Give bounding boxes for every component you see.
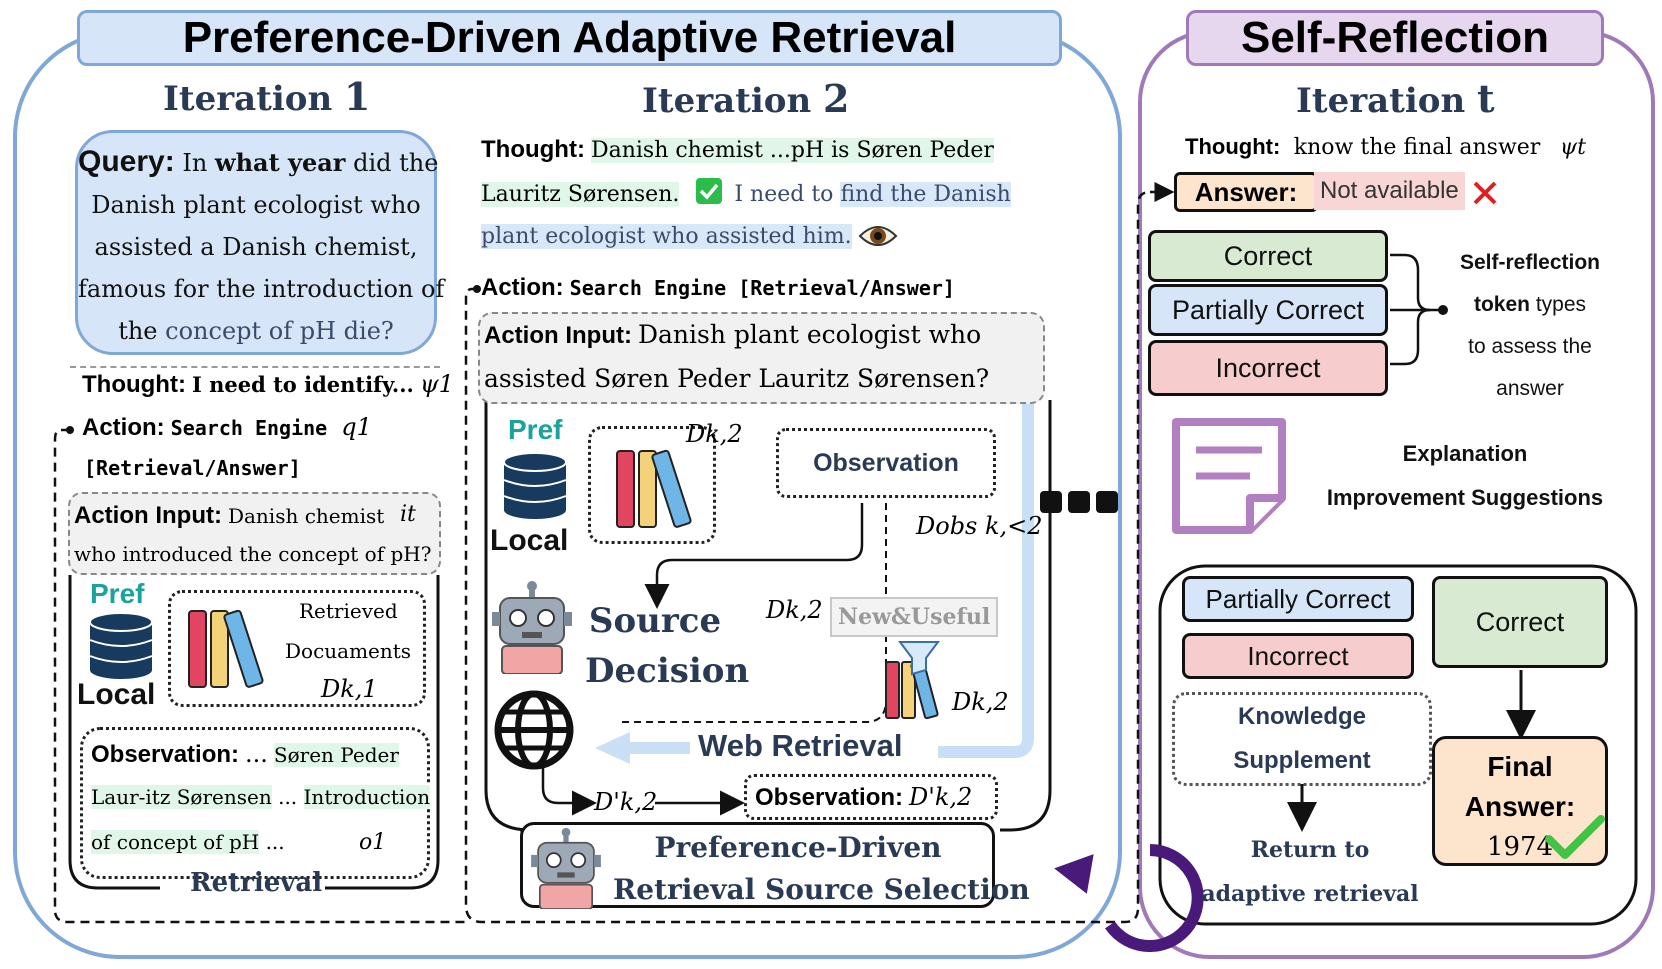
iteration1-observation-box: Observation: ... Søren Peder Laur-itz Sø… [80,727,431,879]
iteration2-action-input: Action Input: Danish plant ecologist who… [478,312,1045,404]
answer-label: Answer: [1174,172,1318,212]
token-correct: Correct [1148,230,1388,282]
explanation-text: Explanation Improvement Suggestions [1326,441,1604,510]
return-label: Return to adaptive retrieval [1201,837,1419,907]
books-icon [185,603,273,698]
iteration1-action-input: Action Input: Danish chemist it who intr… [68,492,441,575]
database-icon [500,452,570,525]
iteration2-observation-box: Observation [776,428,996,498]
iteration1-action: Action: Search Engine q1 [82,413,372,441]
iteration2-dk2-label: Dk,2 [766,596,823,624]
iteration2-action: Action: Search Engine [Retrieval/Answer] [481,274,955,301]
pref-driven-box: Preference-Driven Retrieval Source Selec… [520,822,1030,910]
database-icon [86,612,156,685]
iteration1-retrieved-box: Retrieved Docuaments Dk,1 [168,590,426,707]
iteration1-action-options: [Retrieval/Answer] [84,456,301,480]
iteration2-local-label: Local [490,524,569,557]
iteration2-dprime-label: D'k,2 [594,788,658,816]
iteration2-thought-line3: plant ecologist who assisted him. [481,224,852,249]
answer-value: Not available [1314,172,1465,210]
right-panel-title: Self-Reflection [1186,10,1604,66]
loop-arrow-icon [1054,844,1204,952]
bottom-partially-correct: Partially Correct [1182,576,1414,622]
iteration1-thought: Thought: I need to identify... ψ1 [82,370,454,398]
cross-icon [1472,180,1498,211]
token-partially-correct: Partially Correct [1148,284,1388,336]
note-icon [1170,416,1290,541]
eye-icon [858,222,898,255]
query-separator [70,366,440,368]
iteration1-title: Iteration 1 [163,74,371,119]
iteration2-title: Iteration 2 [642,76,850,121]
iteration1-retrieval-label: Retrieval [190,868,323,898]
query-box: Query: In what year did the Danish plant… [75,130,444,355]
token-incorrect: Incorrect [1148,340,1388,396]
new-useful-label: New&Useful [830,597,999,637]
knowledge-supplement-box: Knowledge Supplement [1172,692,1432,786]
bottom-incorrect: Incorrect [1182,633,1414,679]
robot-icon [531,827,601,914]
checkmark-icon [1545,815,1605,866]
iteration2-observation2-box: Observation: D'k,2 [744,774,998,820]
iterationt-title: Iteration t [1296,76,1495,121]
final-answer-box: Final Answer: 1974 [1432,736,1608,866]
iteration1-local-label: Local [77,678,156,711]
globe-icon [492,688,576,777]
token-description: Self-reflection token types to assess th… [1459,251,1601,400]
iteration2-docs-symbol: Dk,2 [686,420,743,448]
iteration2-dk2-filter-label: Dk,2 [952,688,1009,716]
filter-icon [882,640,946,725]
check-icon [696,178,722,204]
iteration2-thought-line1: Thought: Danish chemist ...pH is Søren P… [481,136,994,163]
robot-icon [492,580,572,679]
iteration1-pref-label: Pref [90,578,145,609]
web-retrieval-label: Web Retrieval [698,728,903,763]
iteration2-thought-line2: Lauritz Sørensen. I need to find the Dan… [481,178,1011,207]
iteration2-pref-label: Pref [508,414,563,445]
iterationt-thought: Thought: know the final answer ψt [1185,134,1586,160]
source-decision-label: Source Decision [585,601,750,691]
left-panel-title: Preference-Driven Adaptive Retrieval [77,10,1062,66]
bottom-correct: Correct [1432,576,1608,668]
books-icon [613,443,701,538]
iteration2-docs-box [588,426,716,544]
iteration2-obs-symbol: Dobs k,<2 [916,512,1043,540]
